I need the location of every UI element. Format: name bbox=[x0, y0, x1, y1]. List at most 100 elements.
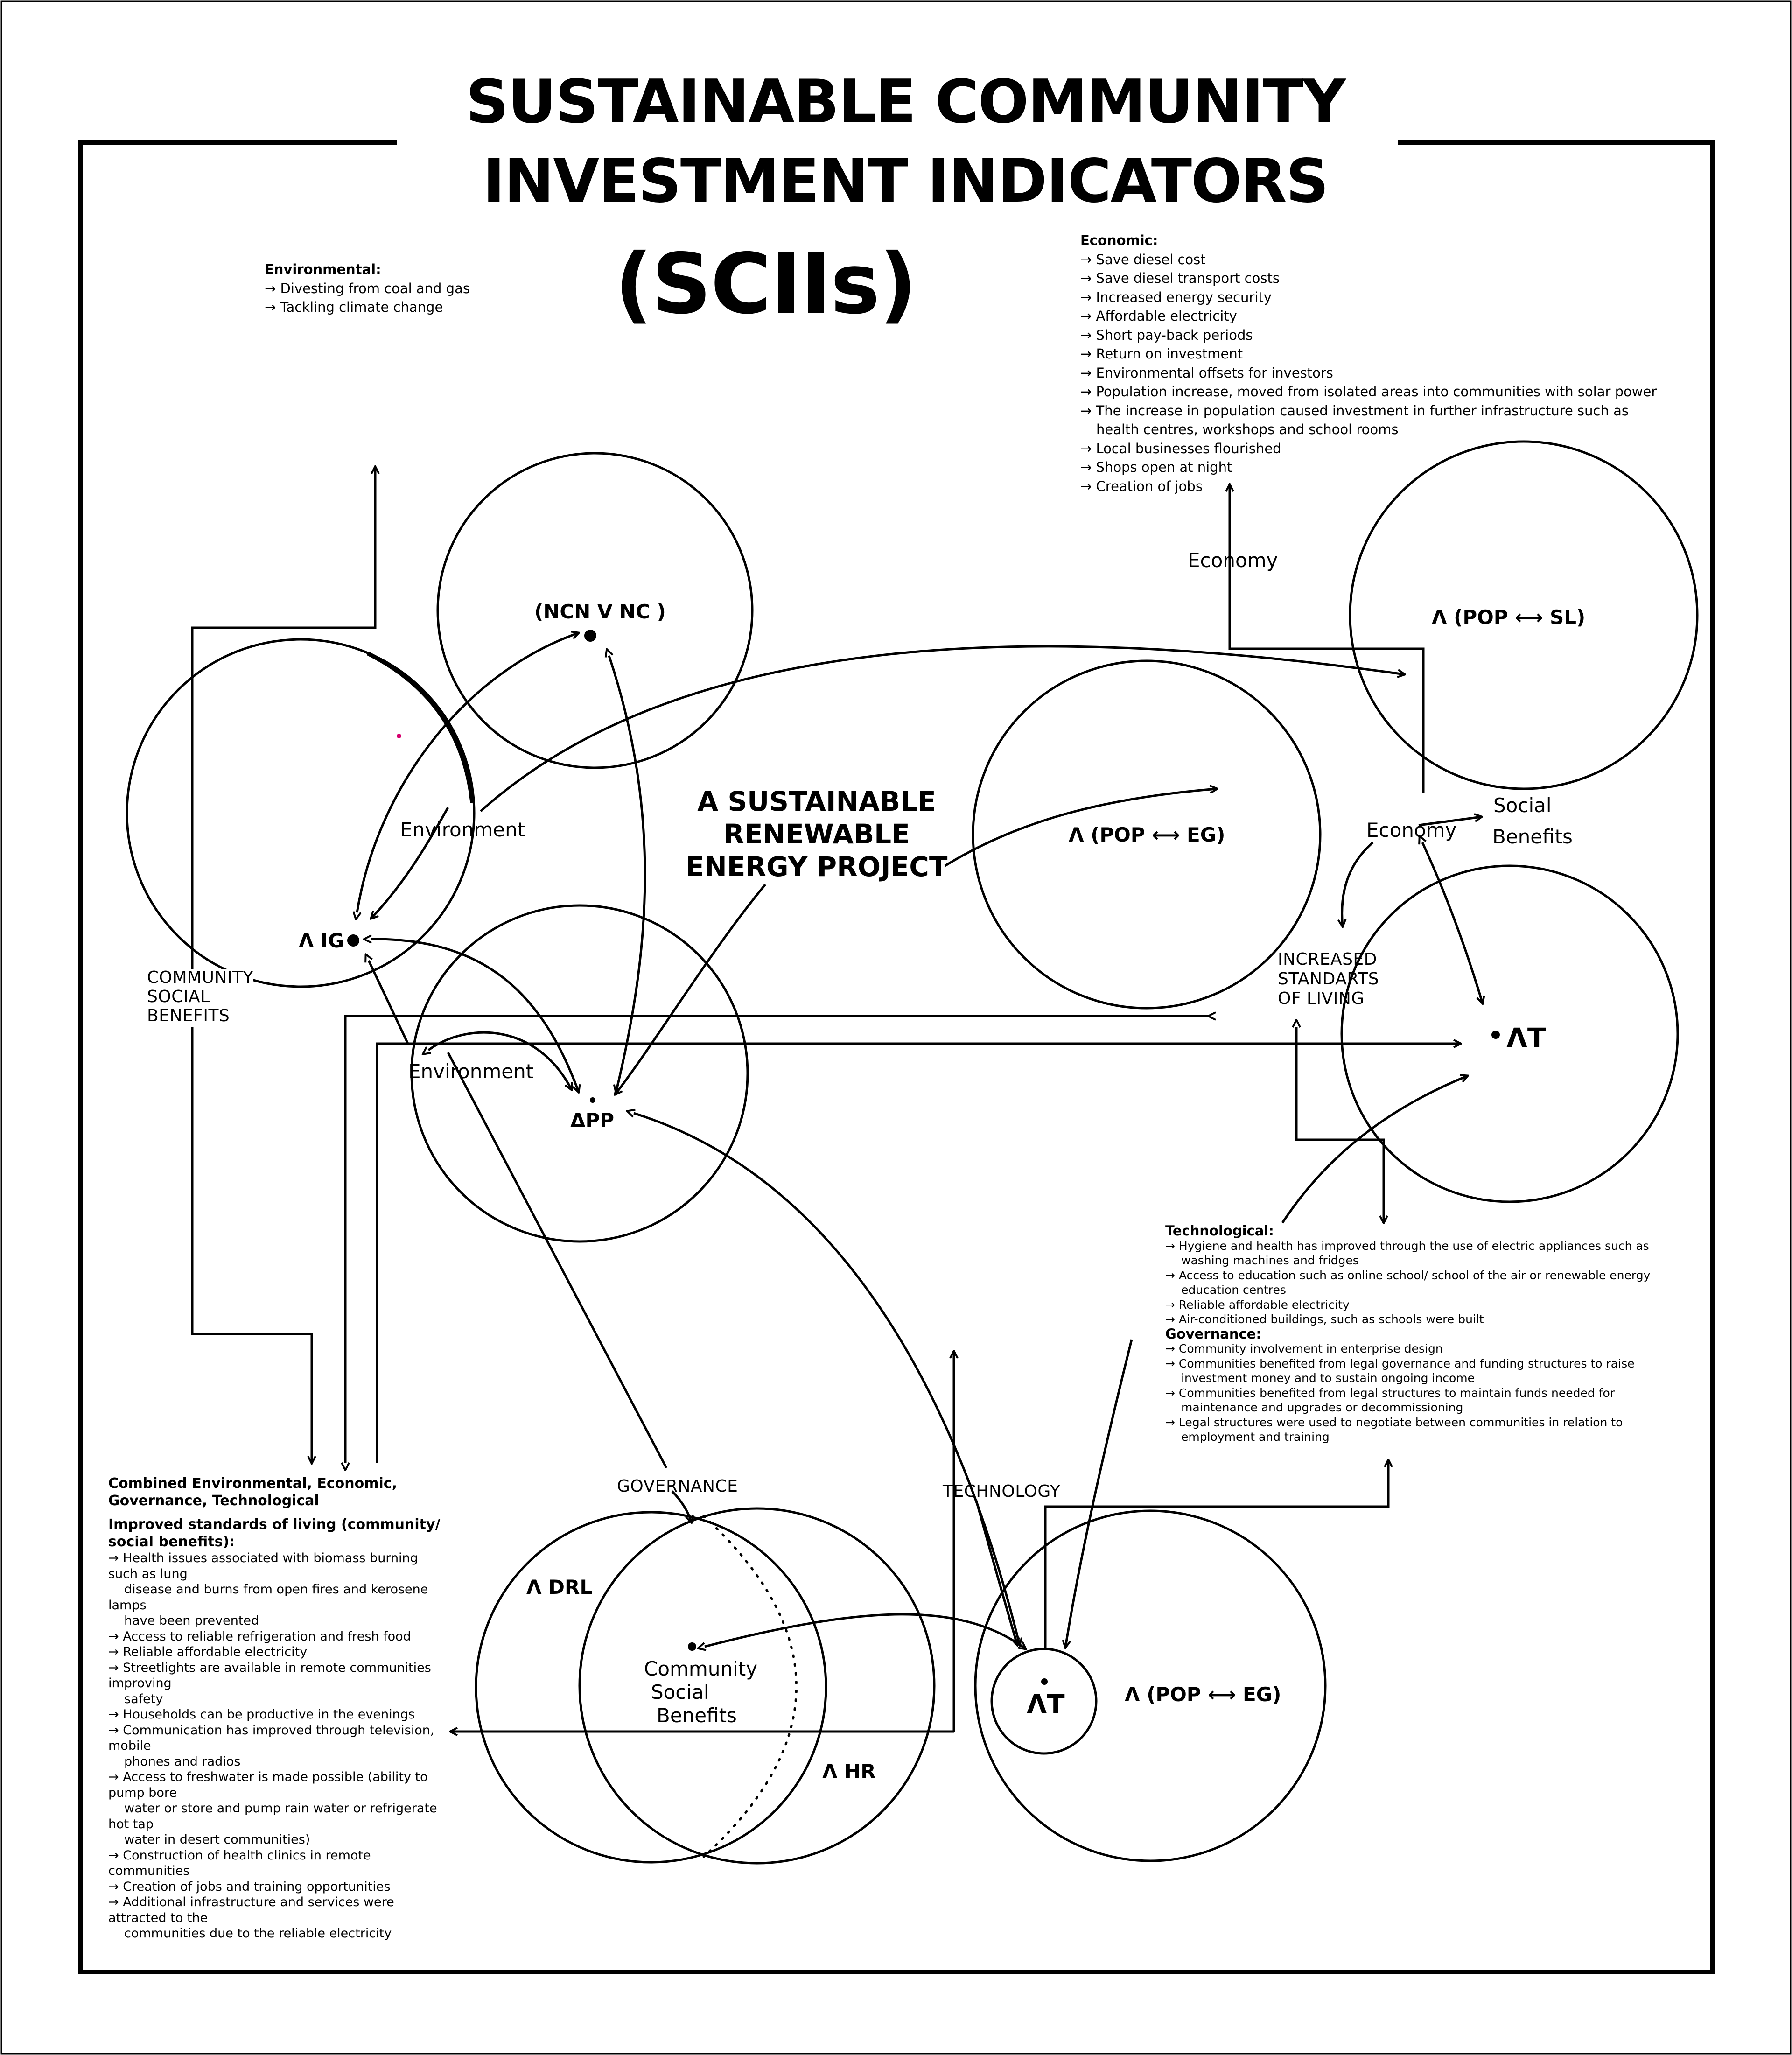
economic-heading: Economic: bbox=[1080, 232, 1158, 248]
combined-item: → Access to freshwater is made possible … bbox=[108, 1770, 428, 1784]
combined-item: → Construction of health clinics in remo… bbox=[108, 1848, 371, 1863]
label-community-line-2: SOCIAL bbox=[147, 987, 210, 1006]
governance-item: → Legal structures were used to negotiat… bbox=[1165, 1415, 1623, 1429]
combined-item-cont: attracted to the bbox=[108, 1910, 208, 1925]
economic-item: → Short pay-back periods bbox=[1080, 327, 1253, 343]
technological-item: → Hygiene and health has improved throug… bbox=[1165, 1239, 1649, 1253]
combined-item: → Reliable affordable electricity bbox=[108, 1645, 308, 1659]
combined-item: → Households can be productive in the ev… bbox=[108, 1707, 415, 1722]
label-environment-2: Environment bbox=[408, 1060, 534, 1083]
node-aig: Λ IG bbox=[299, 929, 344, 952]
node-at-bottom: ΛT bbox=[1027, 1690, 1065, 1720]
circle-pop-eg-bottom bbox=[974, 1509, 1327, 1862]
circle-pop-sl bbox=[1349, 440, 1699, 790]
title-line-1: SUSTAINABLE COMMUNITY bbox=[466, 67, 1346, 137]
economic-item: → Affordable electricity bbox=[1080, 308, 1237, 324]
combined-item-cont: improving bbox=[108, 1676, 172, 1690]
combined-item-cont: phones and radios bbox=[124, 1754, 241, 1769]
combined-item: → Health issues associated with biomass … bbox=[108, 1551, 418, 1565]
governance-item: → Communities benefited from legal gover… bbox=[1165, 1356, 1635, 1370]
economic-item: → Return on investment bbox=[1080, 346, 1243, 362]
node-drl: Λ DRL bbox=[526, 1576, 593, 1599]
economic-item: → The increase in population caused inve… bbox=[1080, 402, 1629, 419]
label-governance: GOVERNANCE bbox=[617, 1477, 738, 1496]
combined-item: → Access to reliable refrigeration and f… bbox=[108, 1629, 411, 1644]
arrow-env-to-ncn bbox=[357, 633, 579, 912]
label-social-line-2: Benefits bbox=[1492, 825, 1573, 848]
dot-at-bottom bbox=[1041, 1678, 1048, 1685]
technological-governance-block: Technological: → Hygiene and health has … bbox=[1165, 1223, 1651, 1445]
arrow-governance bbox=[671, 1490, 692, 1522]
arrow-economy-standards bbox=[1342, 842, 1374, 926]
dot-community bbox=[688, 1642, 696, 1651]
arrow-dpp-to-at-bottom bbox=[634, 1113, 1020, 1645]
combined-item-cont: water or store and pump rain water or re… bbox=[124, 1801, 437, 1816]
frame bbox=[78, 140, 1715, 1974]
economic-item: → Environmental offsets for investors bbox=[1080, 365, 1333, 381]
label-community-line-1: COMMUNITY bbox=[147, 968, 253, 987]
technological-item-cont: washing machines and fridges bbox=[1181, 1254, 1359, 1267]
governance-item: → Communities benefited from legal struc… bbox=[1165, 1386, 1615, 1400]
label-standards-line-1: INCREASED bbox=[1278, 950, 1377, 969]
economic-block: Economic: → Save diesel cost → Save dies… bbox=[1080, 231, 1657, 496]
dot-aig bbox=[347, 934, 359, 947]
node-pop-sl: Λ (POP ⟷ SL) bbox=[1432, 606, 1586, 629]
economic-item: → Shops open at night bbox=[1080, 459, 1232, 475]
technological-heading: Technological: bbox=[1165, 1223, 1274, 1239]
combined-heading: Governance, Technological bbox=[108, 1493, 319, 1509]
arrow-aig-env2 bbox=[369, 961, 410, 1045]
node-ncn: (NCN V NC ) bbox=[534, 600, 666, 623]
combined-item-cont: safety bbox=[124, 1691, 163, 1706]
combined-heading: Combined Environmental, Economic, bbox=[108, 1475, 397, 1492]
title-line-3: (SCIIs) bbox=[615, 236, 917, 332]
environmental-item: → Tackling climate change bbox=[265, 299, 443, 315]
arrow-economy-social bbox=[1418, 817, 1482, 827]
node-hr: Λ HR bbox=[822, 1760, 876, 1783]
center-label-line-3: ENERGY PROJECT bbox=[686, 851, 948, 883]
accent-dot bbox=[397, 734, 401, 738]
combined-item: → Creation of jobs and training opportun… bbox=[108, 1879, 391, 1894]
economic-item: → Population increase, moved from isolat… bbox=[1080, 384, 1657, 400]
center-label-line-1: A SUSTAINABLE bbox=[697, 786, 936, 817]
connector-governance-up bbox=[1044, 1460, 1388, 1648]
dot-dpp bbox=[590, 1097, 595, 1103]
economic-item: → Save diesel cost bbox=[1080, 251, 1206, 267]
connector-to-combined-2 bbox=[345, 1016, 1209, 1463]
technological-item: → Reliable affordable electricity bbox=[1165, 1298, 1350, 1312]
label-technology: TECHNOLOGY bbox=[943, 1482, 1061, 1501]
combined-item-cont: communities due to the reliable electric… bbox=[124, 1926, 392, 1941]
governance-item: → Community involvement in enterprise de… bbox=[1165, 1342, 1443, 1355]
arrow-env-to-pop-sl bbox=[480, 645, 1405, 812]
combined-item-cont: have been prevented bbox=[124, 1613, 259, 1628]
governance-item-cont: maintenance and upgrades or decommission… bbox=[1181, 1401, 1463, 1414]
dot-at-right bbox=[1491, 1031, 1500, 1039]
arrow-env2-to-dpp bbox=[428, 1031, 572, 1090]
arrow-env-to-aig bbox=[371, 807, 449, 919]
combined-subheading: Improved standards of living (community/ bbox=[108, 1516, 441, 1533]
label-standards-line-2: STANDARTS bbox=[1278, 969, 1379, 989]
title-line-2: INVESTMENT INDICATORS bbox=[483, 147, 1329, 216]
arrow-project-to-pop-eg bbox=[944, 789, 1217, 867]
node-pop-eg-mid: Λ (POP ⟷ EG) bbox=[1069, 823, 1225, 846]
governance-item-cont: employment and training bbox=[1181, 1430, 1330, 1444]
label-economy-mid: Economy bbox=[1366, 819, 1457, 842]
circle-ncn bbox=[436, 452, 754, 769]
node-pop-eg-bottom: Λ (POP ⟷ EG) bbox=[1125, 1683, 1281, 1706]
arrow-technology-to-at bbox=[975, 1500, 1017, 1645]
heavy-arc bbox=[366, 651, 475, 803]
label-environment-1: Environment bbox=[400, 818, 525, 841]
connector-standards-down bbox=[1296, 1027, 1384, 1223]
combined-item-cont: communities bbox=[108, 1864, 190, 1878]
combined-item-cont: hot tap bbox=[108, 1817, 154, 1831]
economic-item: → Increased energy security bbox=[1080, 289, 1272, 305]
technological-item: → Access to education such as online sch… bbox=[1165, 1268, 1651, 1282]
technological-item-cont: education centres bbox=[1181, 1283, 1286, 1297]
arrow-community-at-bottom bbox=[705, 1613, 1026, 1649]
node-dpp: ΔPP bbox=[570, 1109, 615, 1132]
economic-item: → Local businesses flourished bbox=[1080, 440, 1281, 456]
combined-item-cont: mobile bbox=[108, 1739, 151, 1753]
line-env2-to-governance bbox=[447, 1052, 668, 1469]
economic-item: → Save diesel transport costs bbox=[1080, 270, 1280, 286]
dotted-overlap-arc bbox=[702, 1515, 798, 1858]
dot-ncn bbox=[584, 630, 596, 642]
